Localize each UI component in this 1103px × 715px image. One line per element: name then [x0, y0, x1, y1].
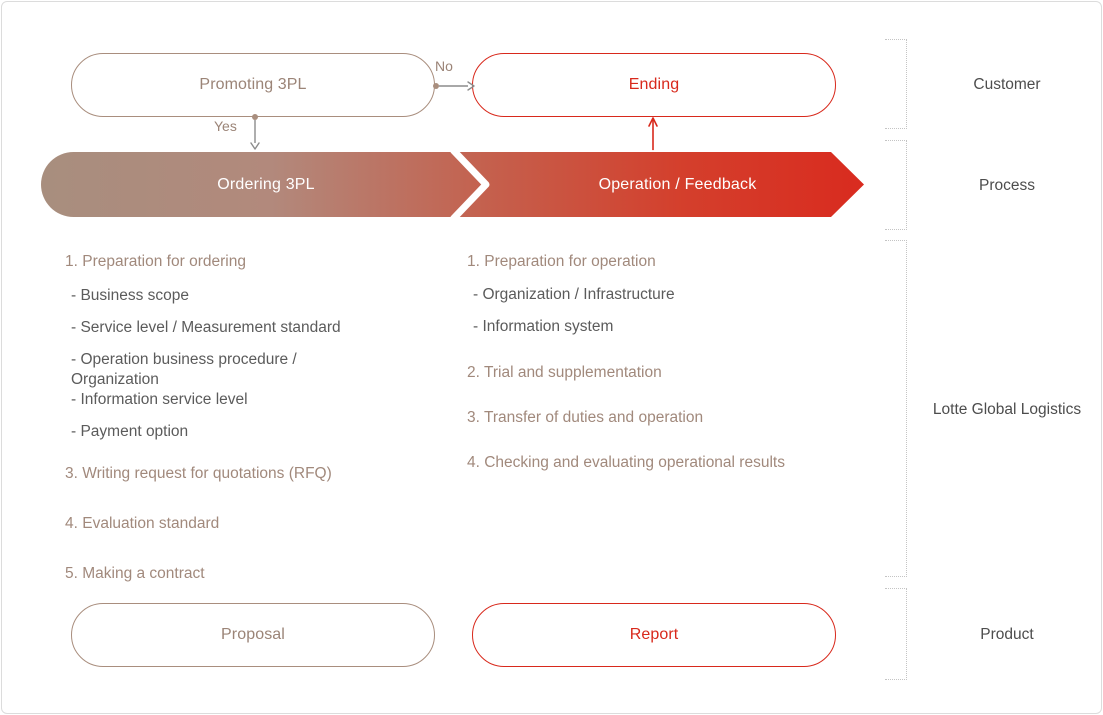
proposal-box[interactable]: Proposal: [71, 603, 435, 667]
list-item: - Organization / Infrastructure: [473, 286, 675, 303]
bracket-process: [885, 140, 907, 230]
report-box[interactable]: Report: [472, 603, 836, 667]
list-item: - Business scope: [71, 287, 190, 304]
list-item: 1. Preparation for ordering: [65, 253, 246, 270]
report-label: Report: [629, 626, 679, 643]
list-item: - Service level / Measurement standard: [71, 319, 341, 336]
ending-label: Ending: [628, 76, 680, 93]
row-label-customer: Customer: [973, 76, 1041, 93]
row-label-process: Process: [979, 177, 1035, 194]
bracket-lotte: [885, 240, 907, 577]
bracket-product: [885, 588, 907, 680]
yes-branch-arrow-icon: [250, 114, 260, 150]
list-item: 4. Evaluation standard: [65, 515, 220, 532]
process-bar: Ordering 3PL Operation / Feedback: [41, 147, 864, 222]
ending-box[interactable]: Ending: [472, 53, 836, 117]
list-item: - Payment option: [71, 423, 189, 440]
process-bar-shape: [41, 147, 864, 222]
no-branch-label: No: [435, 58, 453, 74]
row-label-lotte: Lotte Global Logistics: [932, 401, 1082, 418]
list-item: - Information service level: [71, 391, 248, 408]
list-item: 5. Making a contract: [65, 565, 205, 582]
list-item: 3. Writing request for quotations (RFQ): [65, 465, 332, 482]
list-item: 3. Transfer of duties and operation: [467, 409, 704, 426]
promoting-3pl-label: Promoting 3PL: [199, 76, 307, 93]
list-item: - Information system: [473, 318, 614, 335]
bracket-customer: [885, 39, 907, 129]
proposal-label: Proposal: [221, 626, 285, 643]
list-item: 1. Preparation for operation: [467, 253, 656, 270]
row-label-product: Product: [980, 626, 1034, 643]
no-branch-arrow-icon: [433, 81, 475, 91]
list-item: - Operation business procedure / Organiz…: [71, 351, 297, 388]
promoting-3pl-box[interactable]: Promoting 3PL: [71, 53, 435, 117]
list-item: 4. Checking and evaluating operational r…: [467, 454, 785, 471]
list-item: 2. Trial and supplementation: [467, 364, 662, 381]
yes-branch-label: Yes: [214, 118, 237, 134]
